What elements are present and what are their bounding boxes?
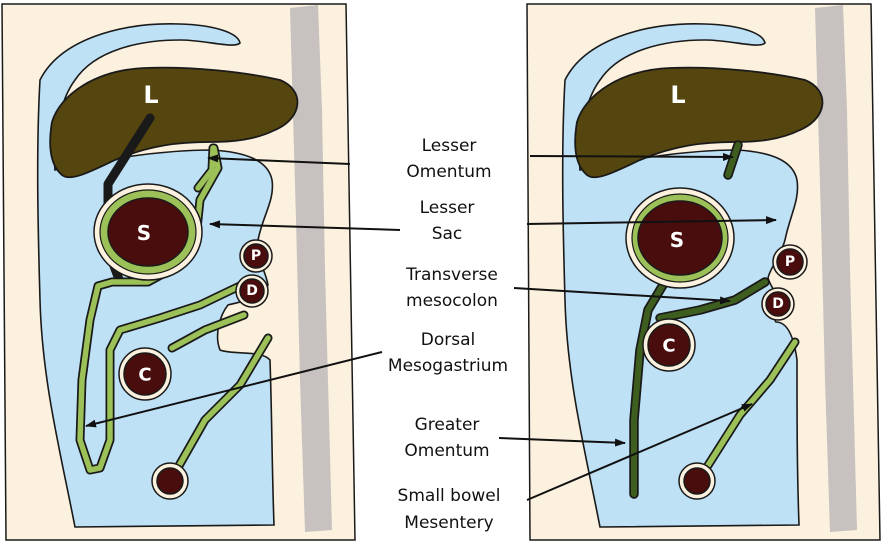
left-stomach-label: S (137, 221, 151, 245)
right-pancreas-label: P (785, 254, 795, 270)
label-dorsal-mesogastrium-2: Mesogastrium (388, 356, 508, 376)
label-lesser-sac-2: Sac (432, 224, 463, 244)
right-duodenum-label: D (772, 296, 784, 312)
right-liver-label: L (670, 81, 685, 109)
label-transverse-mesocolon-1: Transverse (405, 265, 498, 285)
arrow-lesser-sac-right (526, 216, 777, 225)
left-duodenum-label: D (246, 283, 258, 299)
label-transverse-mesocolon-2: mesocolon (406, 291, 498, 311)
right-duodenum (765, 291, 791, 317)
arrow-lesser-omentum-left (207, 154, 351, 165)
label-greater-omentum-2: Omentum (404, 441, 489, 461)
right-pancreas (776, 248, 804, 276)
right-small-bowel (683, 467, 711, 495)
left-liver-label: L (143, 81, 158, 109)
left-panel: L S P D C (1, 3, 356, 541)
right-panel: L S P D C (526, 3, 881, 541)
left-small-bowel (156, 467, 184, 495)
label-lesser-omentum-1: Lesser (422, 136, 477, 156)
arrow-dorsal-mesogastrium (85, 351, 383, 428)
right-spine (815, 5, 857, 532)
left-pancreas (243, 243, 269, 269)
arrows (85, 152, 777, 501)
label-greater-omentum-1: Greater (415, 415, 480, 435)
left-colon-label: C (138, 365, 151, 386)
left-stomach (107, 197, 189, 267)
left-duodenum (239, 278, 265, 304)
label-lesser-omentum-2: Omentum (406, 162, 491, 182)
label-lesser-sac-1: Lesser (420, 198, 475, 218)
label-small-bowel-mesentery-2: Mesentery (404, 513, 493, 533)
left-colon (123, 352, 167, 396)
arrow-small-bowel-mesentery (526, 403, 753, 501)
right-stomach (637, 200, 723, 276)
right-stomach-label: S (670, 228, 684, 252)
right-light-mesentery (695, 337, 800, 483)
arrow-transverse-mesocolon (513, 287, 731, 305)
arrow-lesser-omentum-right (529, 152, 734, 161)
left-liver (49, 66, 299, 179)
arrow-greater-omentum (498, 437, 626, 447)
label-small-bowel-mesentery-1: Small bowel (398, 486, 501, 506)
right-colon-label: C (662, 336, 675, 357)
right-colon (647, 323, 691, 367)
left-pancreas-label: P (251, 248, 261, 264)
label-dorsal-mesogastrium-1: Dorsal (421, 330, 475, 350)
right-liver (574, 66, 824, 179)
center-labels: Lesser Omentum Lesser Sac Transverse mes… (388, 136, 508, 533)
arrow-lesser-sac-left (209, 220, 401, 231)
left-spine (290, 5, 332, 532)
